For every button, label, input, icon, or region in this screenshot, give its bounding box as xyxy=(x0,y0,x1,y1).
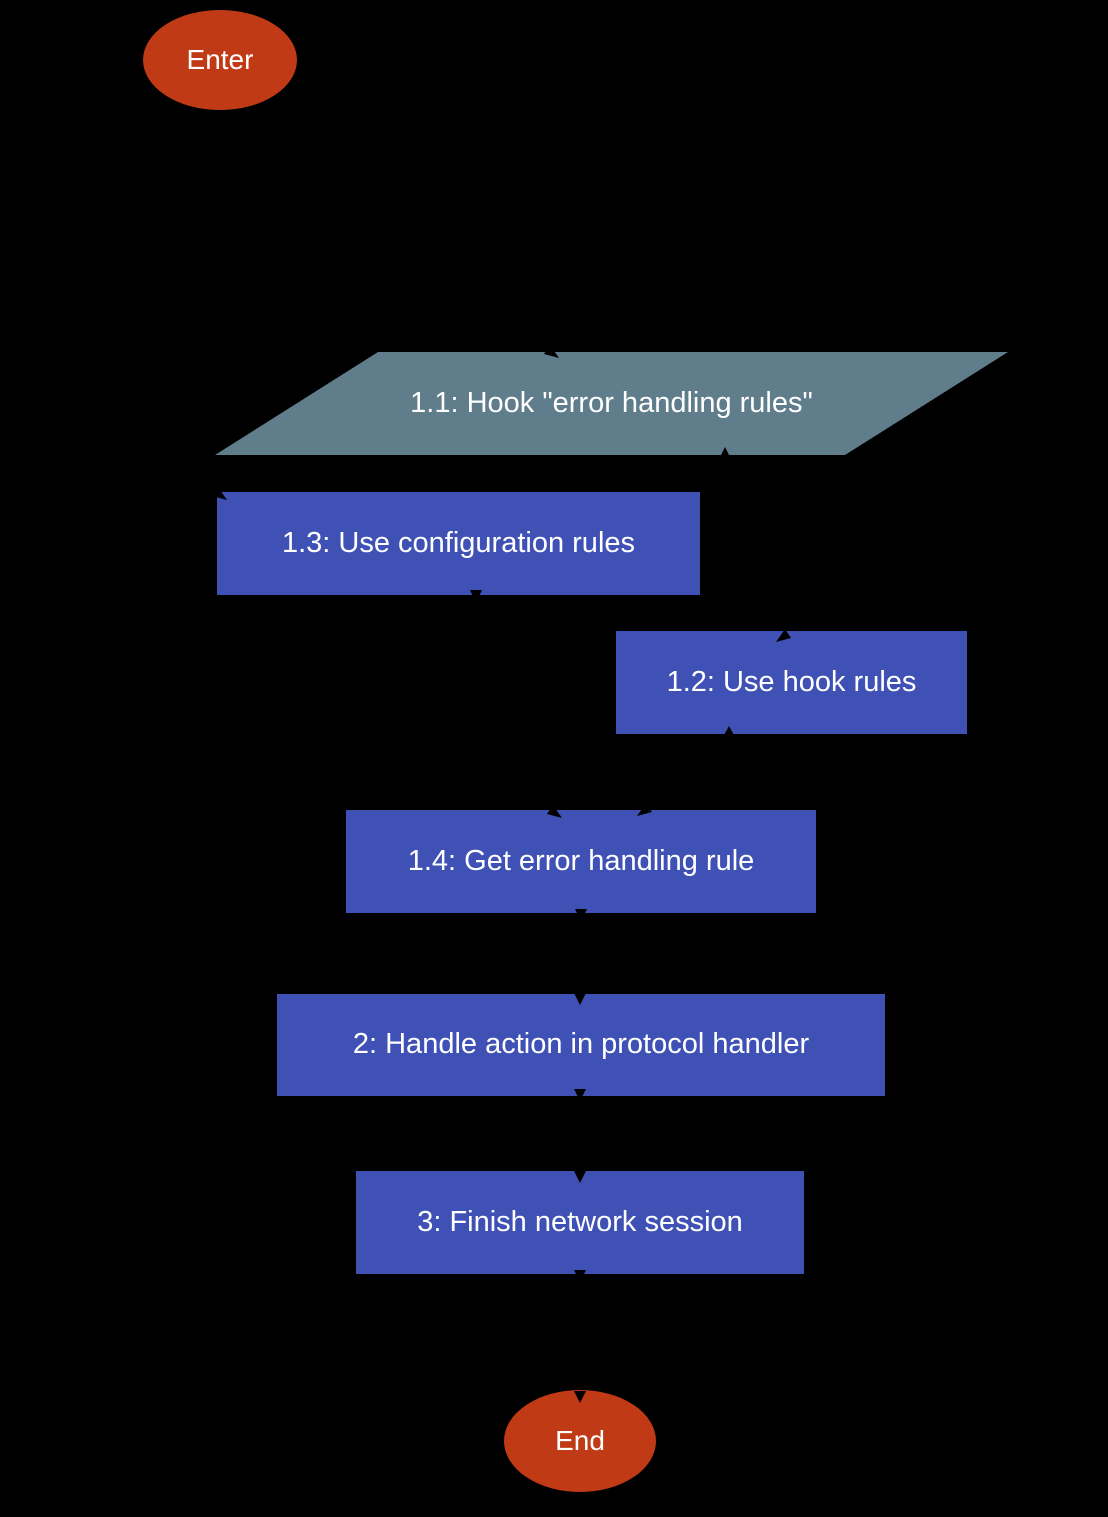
start-node-enter: Enter xyxy=(143,10,297,110)
data-node-hook-error-handling-rules: 1.1: Hook "error handling rules" xyxy=(215,352,1008,455)
action-node-label: 2: Handle action in protocol handler xyxy=(352,1028,810,1061)
data-node-label: 1.1: Hook "error handling rules" xyxy=(410,386,813,419)
action-node-use-hook-rules: 1.2: Use hook rules xyxy=(616,631,967,734)
start-node-label: Enter xyxy=(186,43,254,75)
action-node-label: 1.4: Get error handling rule xyxy=(407,844,755,877)
end-node-end: End xyxy=(504,1390,656,1492)
action-node-handle-action-in-protocol-handler: 2: Handle action in protocol handler xyxy=(277,994,885,1096)
action-node-label: 1.3: Use configuration rules xyxy=(281,526,636,559)
action-node-label: 3: Finish network session xyxy=(417,1205,743,1238)
action-node-use-configuration-rules: 1.3: Use configuration rules xyxy=(217,492,700,595)
action-node-label: 1.2: Use hook rules xyxy=(666,665,917,698)
end-node-label: End xyxy=(555,1424,605,1456)
action-node-get-error-handling-rule: 1.4: Get error handling rule xyxy=(346,810,816,913)
action-node-finish-network-session: 3: Finish network session xyxy=(356,1171,804,1274)
